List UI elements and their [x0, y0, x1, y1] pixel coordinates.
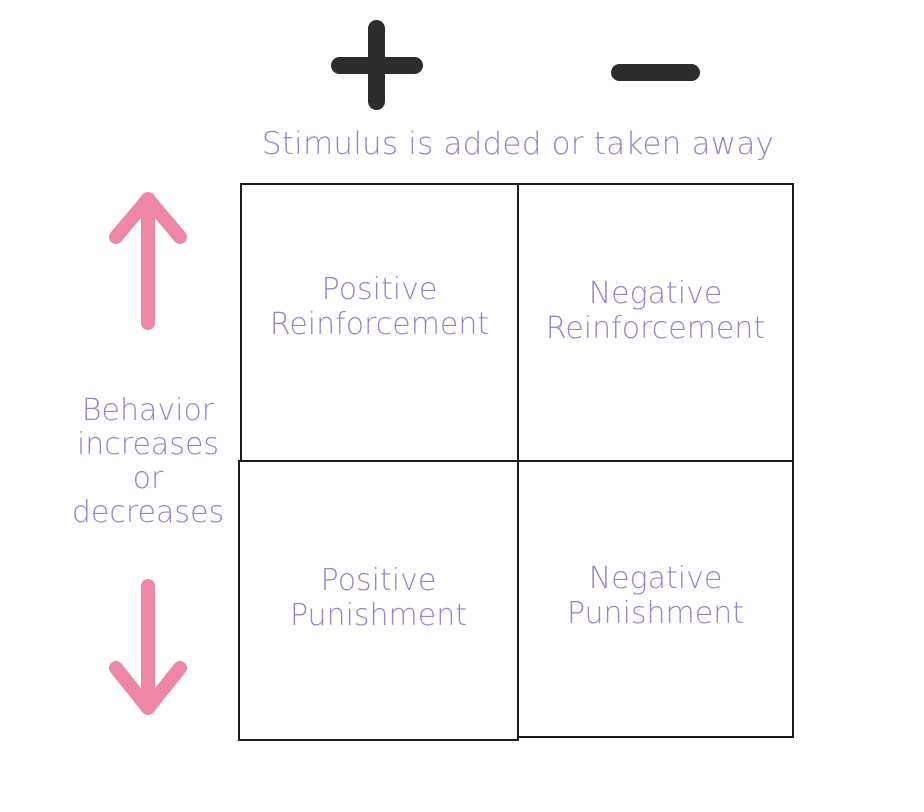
cell-negative-reinforcement: Negative Reinforcement: [517, 183, 794, 462]
row-label: Behavior increases or decreases: [71, 393, 225, 530]
up-arrow-icon: [109, 192, 187, 330]
cell-positive-reinforcement: Positive Reinforcement: [240, 183, 519, 462]
cell-negative-punishment: Negative Punishment: [517, 460, 794, 738]
column-header: Stimulus is added or taken away: [261, 126, 775, 162]
down-arrow-icon: [109, 579, 187, 715]
cell-label: Negative Punishment: [566, 561, 745, 631]
cell-label: Positive Reinforcement: [269, 271, 490, 342]
cell-positive-punishment: Positive Punishment: [238, 460, 519, 741]
cell-label: Positive Punishment: [289, 562, 468, 633]
cell-label: Negative Reinforcement: [545, 275, 766, 346]
minus-sign-icon: [611, 64, 700, 81]
